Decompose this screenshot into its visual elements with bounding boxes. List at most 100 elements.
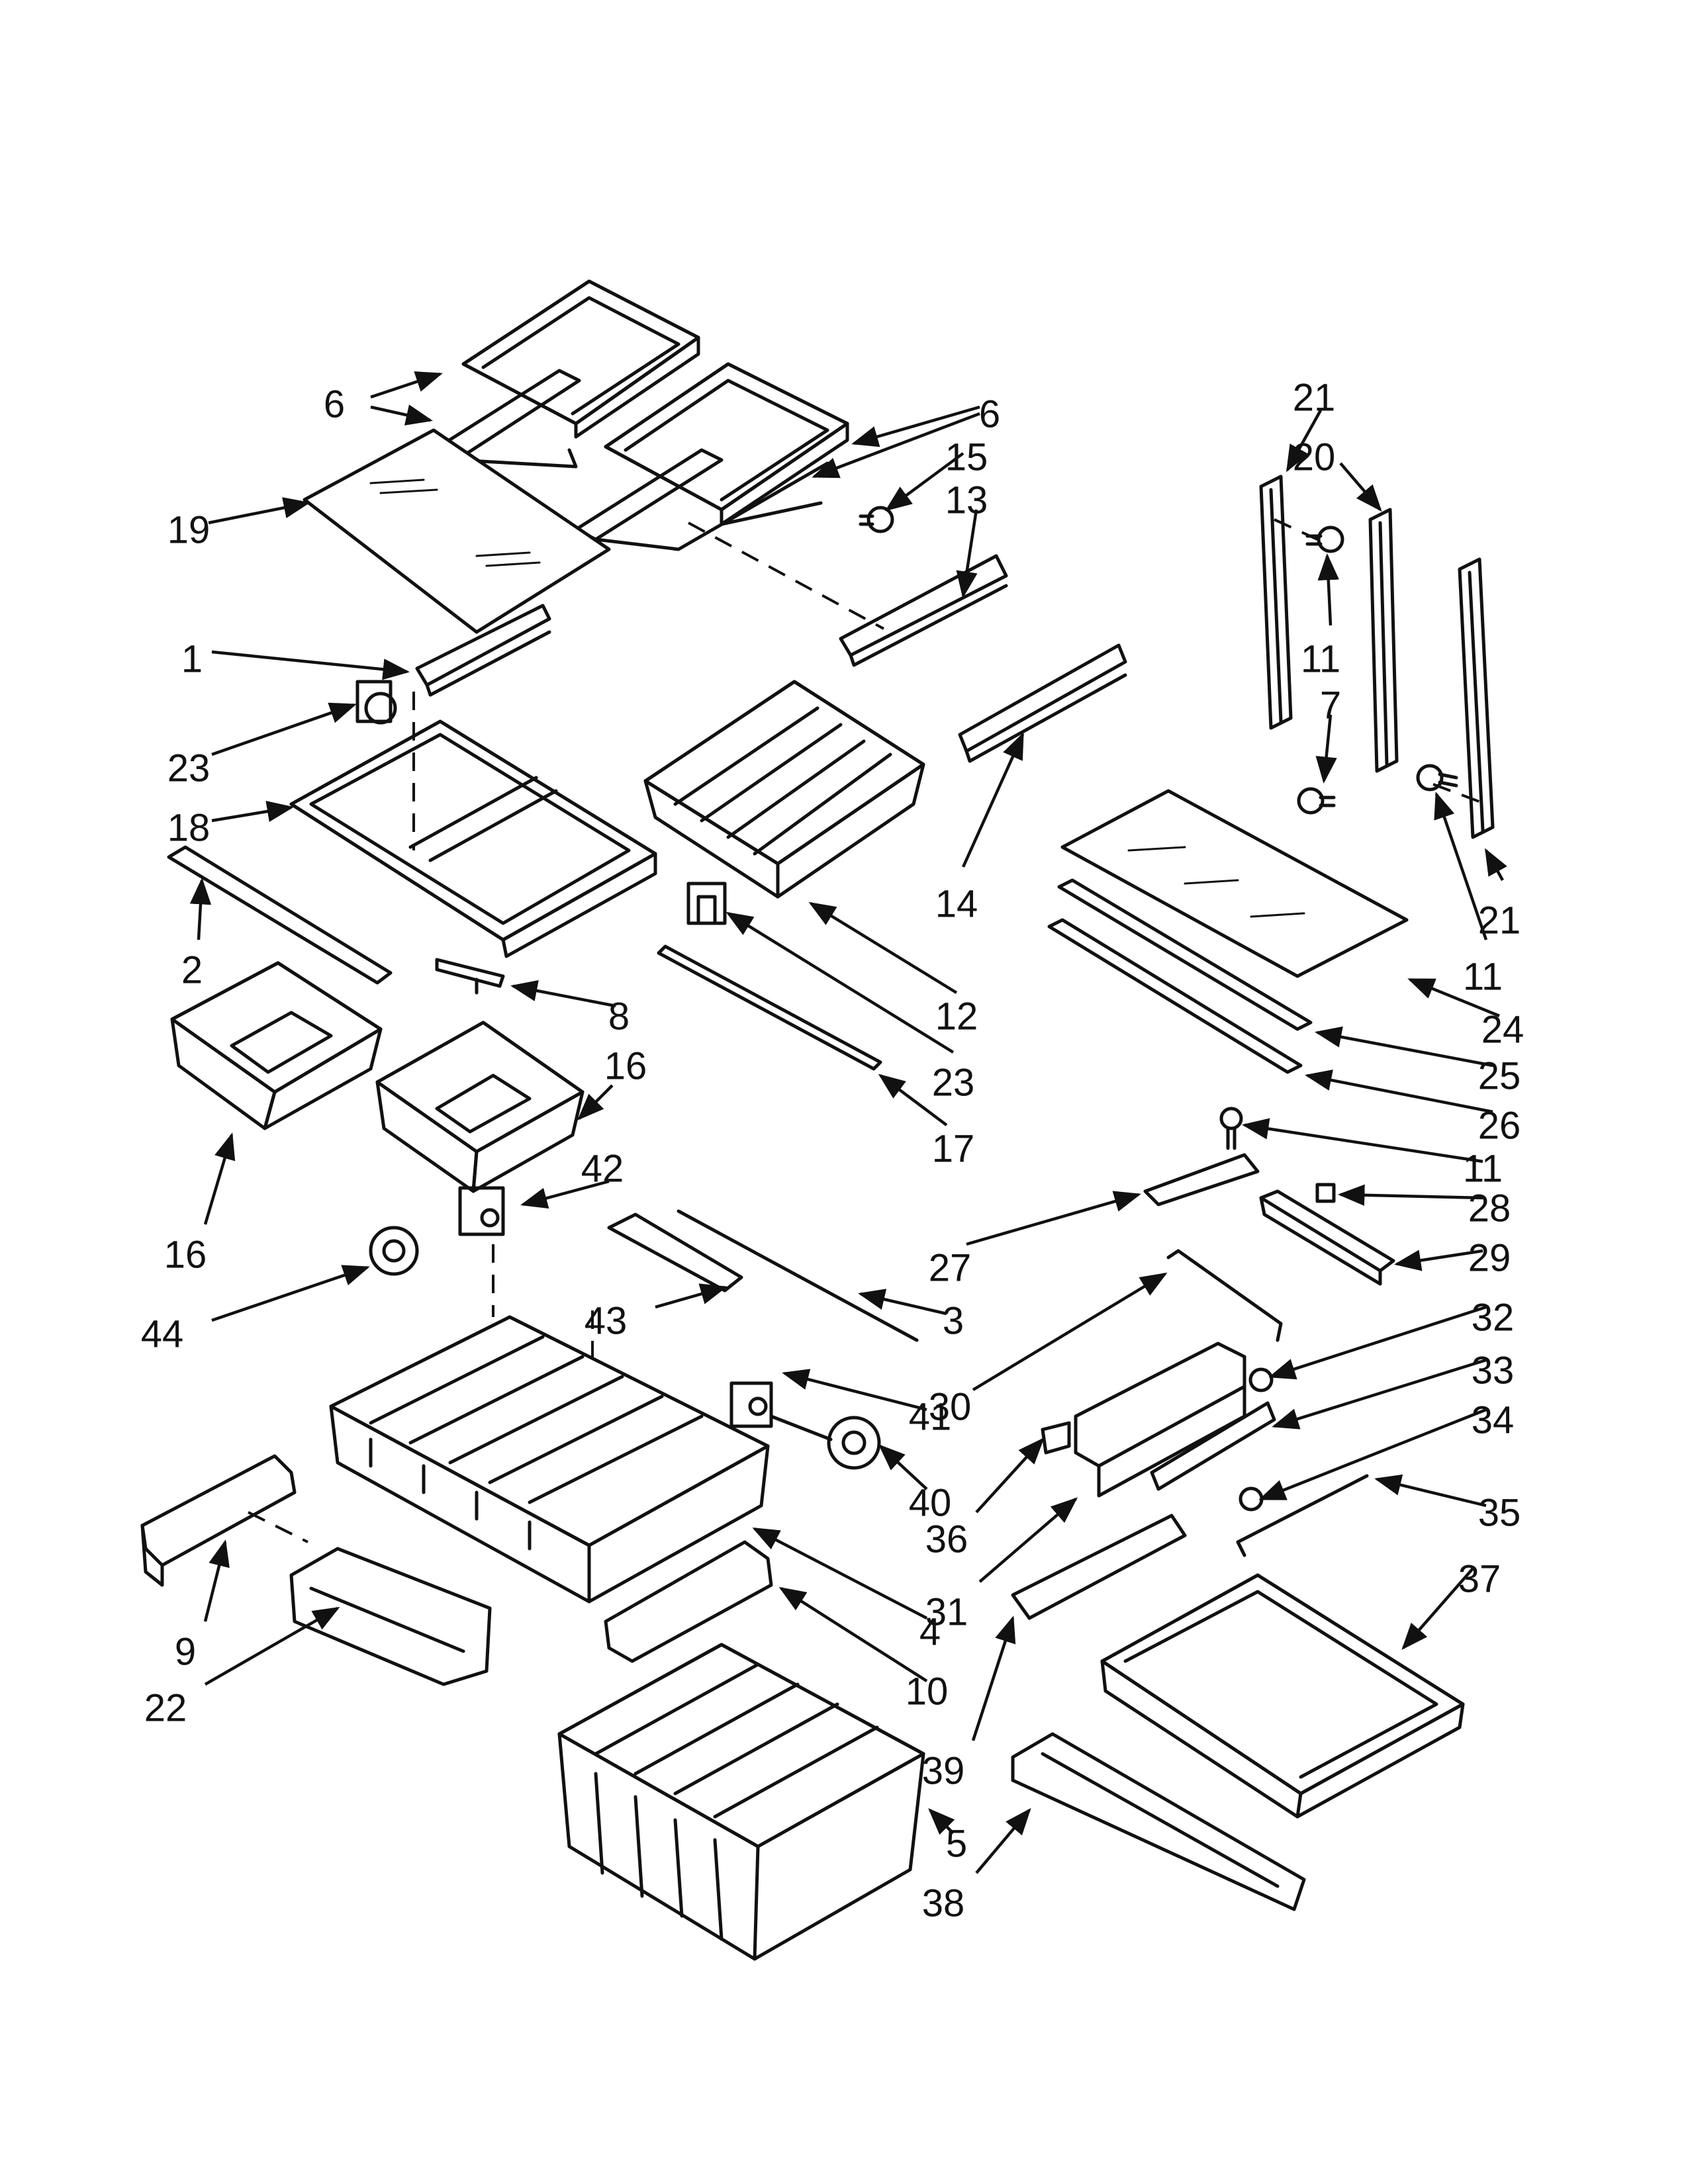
callout-leader-arrow — [851, 405, 980, 447]
callout-15: 15 — [884, 435, 988, 512]
callout-leader-arrow — [211, 801, 294, 823]
callout-number: 25 — [1478, 1054, 1521, 1097]
part-1-rail — [415, 604, 551, 697]
part-6-shelf-frame-right — [574, 362, 849, 551]
callout-36: 36 — [925, 1437, 1045, 1561]
callout-number: 13 — [945, 478, 988, 522]
callout-number: 11 — [1463, 1147, 1503, 1190]
callout-leader-arrow — [577, 1084, 614, 1120]
part-11-screw-b — [1416, 764, 1458, 792]
callout-number: 40 — [909, 1481, 952, 1524]
callout-leader-arrow — [878, 1444, 928, 1490]
callout-leader-arrow — [208, 497, 310, 525]
callout-leader-arrow — [370, 371, 443, 399]
callout-25: 25 — [1315, 1026, 1521, 1097]
part-19-glass-shelf — [303, 428, 611, 634]
part-15-screw — [859, 506, 894, 533]
callout-number: 32 — [1472, 1296, 1515, 1339]
callout-leader-arrow — [370, 404, 433, 426]
callout-number: 26 — [1478, 1104, 1521, 1147]
callout-13: 13 — [945, 478, 988, 599]
callout-2: 2 — [181, 877, 212, 991]
callout-number: 31 — [925, 1590, 968, 1633]
part-22-divider-panel — [289, 1547, 492, 1686]
callout-27: 27 — [929, 1191, 1141, 1289]
callout-leader-arrow — [782, 1369, 927, 1412]
part-40-gear — [769, 1414, 881, 1470]
callout-leader-arrow — [878, 1073, 948, 1126]
part-26-strip — [1047, 918, 1303, 1074]
callout-number: 10 — [906, 1670, 949, 1713]
callout-43: 43 — [585, 1283, 727, 1342]
callout-leader-arrow — [966, 1191, 1141, 1246]
callout-35: 35 — [1374, 1474, 1521, 1534]
callout-number: 8 — [608, 995, 630, 1038]
part-29-slide — [1259, 1189, 1395, 1286]
part-2-trim-strip — [167, 845, 393, 985]
part-11-screw-a — [1305, 525, 1344, 553]
callout-12: 12 — [808, 901, 978, 1038]
part-38-trim — [1011, 1732, 1306, 1911]
callout-number: 38 — [922, 1882, 965, 1925]
callout-44: 44 — [141, 1265, 370, 1355]
callout-leader-arrow — [211, 1265, 370, 1322]
part-3-rod — [677, 1209, 919, 1342]
callout-33: 33 — [1272, 1349, 1514, 1430]
callout-leader-arrow — [961, 732, 1025, 868]
callout-number: 42 — [581, 1147, 624, 1190]
callout-22: 22 — [144, 1606, 340, 1729]
part-14-rail — [958, 643, 1127, 763]
callout-number: 22 — [144, 1686, 187, 1729]
callout-leader-arrow — [956, 509, 978, 599]
callout-leader-arrow — [655, 1283, 727, 1309]
callout-37: 37 — [1401, 1557, 1501, 1651]
callout-39: 39 — [922, 1615, 1016, 1792]
callout-41: 41 — [782, 1369, 952, 1438]
callout-11: 11 — [1434, 792, 1503, 998]
callout-number: 41 — [909, 1395, 952, 1438]
callout-1: 1 — [181, 637, 410, 680]
callout-leader-arrow — [211, 702, 357, 756]
callout-9: 9 — [175, 1539, 230, 1673]
callout-5: 5 — [928, 1808, 967, 1865]
part-31-housing — [1074, 1342, 1246, 1498]
part-21-vertical-rail-left — [1259, 475, 1293, 730]
callout-number: 20 — [1293, 435, 1336, 478]
callout-leader-arrow — [211, 650, 410, 680]
callout-leader-arrow — [204, 1606, 340, 1686]
callout-leader-arrow — [971, 1615, 1016, 1741]
callout-16: 16 — [577, 1044, 647, 1120]
callout-number: 1 — [181, 637, 203, 680]
part-42-bracket — [458, 1186, 505, 1236]
callout-17: 17 — [878, 1073, 974, 1170]
part-27-bracket — [1143, 1153, 1260, 1206]
callout-4: 4 — [752, 1527, 941, 1653]
part-10-end-panel — [604, 1540, 773, 1663]
callout-number: 23 — [167, 747, 211, 790]
callout-16: 16 — [164, 1132, 236, 1276]
part-34-screw — [1239, 1486, 1264, 1512]
callout-26: 26 — [1305, 1069, 1521, 1147]
part-24-glass-shelf — [1060, 789, 1409, 978]
callout-number: 34 — [1472, 1398, 1515, 1441]
callout-number: 28 — [1468, 1187, 1511, 1230]
callout-leader-arrow — [812, 412, 980, 478]
callout-14: 14 — [935, 732, 1025, 925]
callout-leader-arrow — [975, 1807, 1031, 1874]
part-23-cap-left — [355, 680, 397, 725]
callout-leader-arrow — [1286, 409, 1322, 473]
part-6-shelf-frame-left — [432, 279, 700, 469]
callout-number: 3 — [943, 1299, 964, 1342]
callout-number: 23 — [932, 1061, 975, 1104]
callout-number: 15 — [945, 435, 988, 478]
callout-leader-arrow — [1258, 1408, 1487, 1501]
part-20-vertical-rail-middle — [1368, 508, 1399, 773]
callout-number: 19 — [167, 508, 211, 551]
callout-23: 23 — [167, 702, 357, 790]
callout-number: 44 — [141, 1312, 184, 1355]
part-16-crisper-drawer-left — [170, 961, 383, 1130]
callout-leader-arrow — [203, 1539, 230, 1622]
callout-number: 16 — [164, 1233, 207, 1276]
